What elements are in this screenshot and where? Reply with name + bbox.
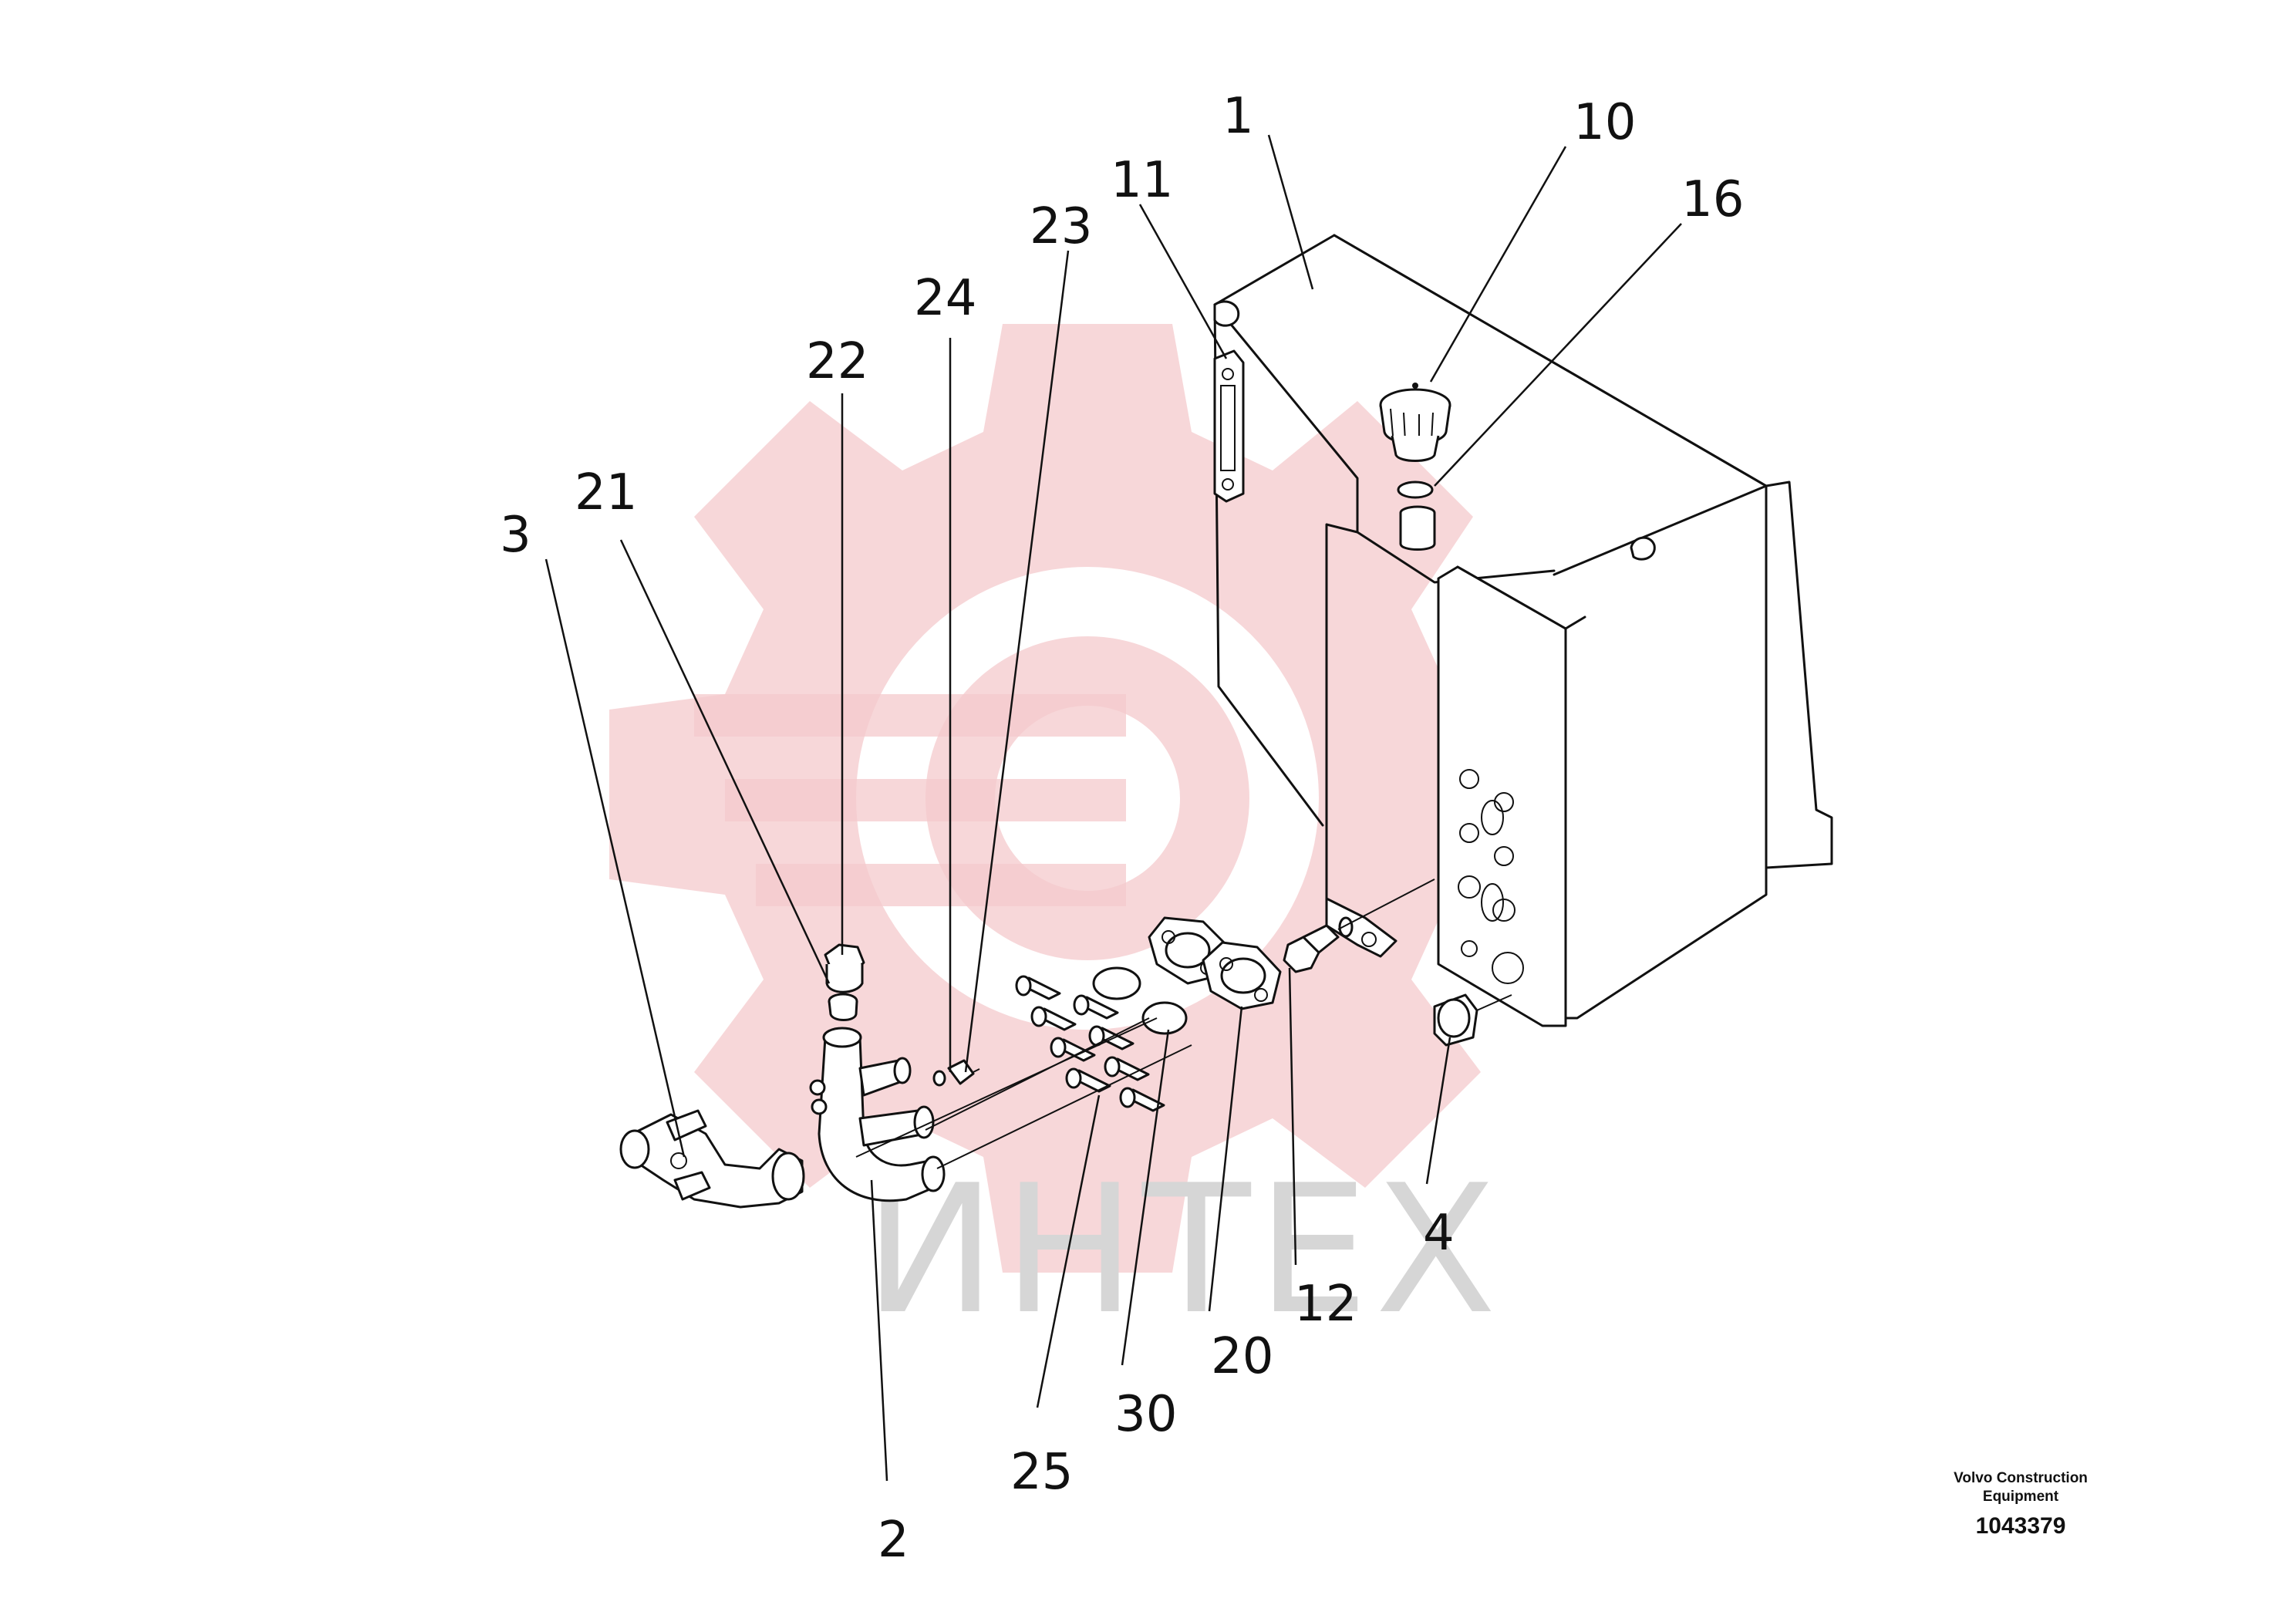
footer-company-line1: Volvo Construction (1954, 1470, 2088, 1486)
pipe-assembly (809, 1017, 1192, 1202)
o-ring (1397, 481, 1434, 499)
callout-16: 16 (1681, 171, 1744, 228)
hydraulic-tank (1213, 234, 1833, 1027)
screw-set (1015, 975, 1165, 1112)
filler-cap (1379, 383, 1451, 462)
callout-1: 1 (1222, 88, 1254, 145)
callout-24: 24 (914, 270, 976, 327)
footer-company-line2: Equipment (1982, 1489, 2059, 1505)
callout-25: 25 (1010, 1444, 1073, 1501)
sight-glass (1213, 349, 1245, 503)
watermark-gear (609, 324, 1566, 1273)
drain-plug (1433, 993, 1512, 1047)
union-nut (824, 943, 865, 993)
hose-elbow (619, 1109, 805, 1209)
watermark-text: ИНТЕХ (864, 1148, 1502, 1354)
callout-20: 20 (1211, 1328, 1273, 1385)
footer-company: Volvo Construction Equipment (1928, 1469, 2113, 1506)
callout-21: 21 (575, 464, 637, 521)
leader-lines (544, 134, 1682, 1482)
callout-22: 22 (806, 333, 868, 390)
callout-23: 23 (1030, 198, 1092, 255)
filler-spacer (1399, 505, 1436, 551)
flange-o-ring-lower (1141, 1001, 1188, 1035)
callout-12: 12 (1294, 1276, 1357, 1333)
drawing-number: 1043379 (1975, 1513, 2066, 1539)
callout-30: 30 (1114, 1386, 1177, 1443)
flange-lower (1202, 941, 1282, 1010)
callout-3: 3 (500, 507, 531, 564)
cutting-ring (828, 993, 858, 1021)
callout-10: 10 (1573, 94, 1636, 151)
callout-2: 2 (878, 1512, 909, 1569)
flange-o-ring-upper (1092, 966, 1141, 1000)
callout-4: 4 (1423, 1205, 1455, 1262)
callout-11: 11 (1111, 152, 1173, 209)
adapter-fitting (1283, 878, 1435, 973)
